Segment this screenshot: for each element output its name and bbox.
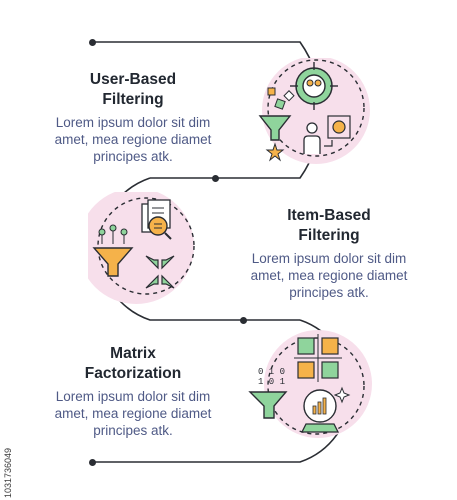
step-description: Lorem ipsum dolor sit dim amet, mea regi… [250,251,408,300]
step-title: Item-Based Filtering [287,207,371,244]
svg-text:1 0 1: 1 0 1 [258,377,285,387]
connector-dot-mid2 [240,317,247,324]
stock-id: 1031736049 [3,447,13,498]
connector-dot-mid [212,175,219,182]
step-title: User-Based Filtering [89,71,177,108]
step-matrix-factorization: Matrix Factorization Lorem ipsum dolor s… [28,344,238,439]
binary-funnel-crystal-ball-icon: 0 1 0 1 0 1 [248,330,372,438]
step-description: Lorem ipsum dolor sit dim amet, mea regi… [54,115,212,164]
connector-dot-top [89,39,96,46]
bottom-band [0,474,457,500]
step-user-based: User-Based Filtering Lorem ipsum dolor s… [28,70,238,165]
svg-text:0 1 0: 0 1 0 [258,367,285,377]
step-description: Lorem ipsum dolor sit dim amet, mea regi… [54,389,212,438]
connector-dot-bottom [89,459,96,466]
step-item-based: Item-Based Filtering Lorem ipsum dolor s… [222,206,436,301]
documents-funnel-arrows-icon [88,192,195,304]
target-users-funnel-icon [258,58,370,164]
step-title: Matrix Factorization [84,345,182,382]
